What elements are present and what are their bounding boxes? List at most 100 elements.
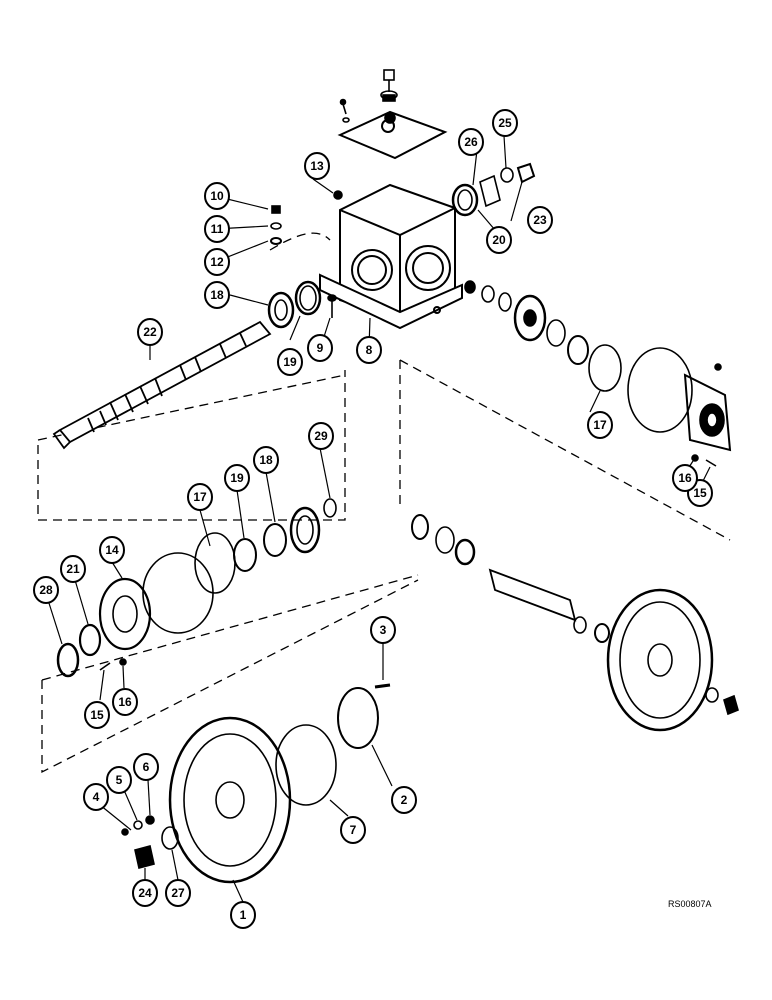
- callout-3: 3: [370, 616, 396, 644]
- callout-22: 22: [137, 318, 163, 346]
- callout-circle: [304, 152, 330, 180]
- leader-lines: [47, 135, 711, 903]
- callout-circle: [486, 226, 512, 254]
- callout-9: 9: [307, 334, 333, 362]
- callout-label: 21: [66, 562, 80, 576]
- callout-circle: [527, 206, 553, 234]
- callout-label: 18: [210, 288, 224, 302]
- callout-label: 15: [90, 708, 104, 722]
- callout-label: 10: [210, 189, 224, 203]
- callout-5: 5: [106, 766, 132, 794]
- callout-circle: [33, 576, 59, 604]
- upper-bearing: [267, 280, 322, 329]
- callout-label: 12: [210, 255, 224, 269]
- callout-circle: [230, 901, 256, 929]
- callout-circle: [672, 464, 698, 492]
- callout-label: 7: [350, 823, 357, 837]
- callout-label: 19: [230, 471, 244, 485]
- callout-25: 25: [492, 109, 518, 137]
- callout-label: 28: [39, 583, 53, 597]
- callout-label: 1: [240, 908, 247, 922]
- callout-29: 29: [308, 422, 334, 450]
- output-shaft-and-pulley: [411, 514, 739, 732]
- callout-11: 11: [204, 215, 230, 243]
- callout-16: 16: [672, 464, 698, 492]
- callout-label: 8: [366, 343, 373, 357]
- callout-label: 25: [498, 116, 512, 130]
- callout-label: 18: [259, 453, 273, 467]
- callout-circle: [187, 483, 213, 511]
- callout-4: 4: [83, 783, 109, 811]
- callout-19: 19: [224, 464, 250, 492]
- callout-17: 17: [187, 483, 213, 511]
- callout-2: 2: [391, 786, 417, 814]
- callout-circle: [391, 786, 417, 814]
- callout-24: 24: [132, 879, 158, 907]
- callout-label: 4: [93, 790, 100, 804]
- callout-circle: [253, 446, 279, 474]
- bearing-cap-left: [56, 552, 214, 678]
- callout-circle: [204, 182, 230, 210]
- callout-1: 1: [230, 901, 256, 929]
- callout-label: 19: [283, 355, 297, 369]
- callout-label: 17: [593, 418, 607, 432]
- callout-28: 28: [33, 576, 59, 604]
- assembly-guide-lines: [37, 232, 731, 774]
- callout-label: 26: [464, 135, 478, 149]
- callout-13: 13: [304, 152, 330, 180]
- top-cover-plate: [337, 110, 448, 160]
- callout-circle: [458, 128, 484, 156]
- callout-circle: [133, 753, 159, 781]
- callout-label: 6: [143, 760, 150, 774]
- callout-label: 16: [678, 471, 692, 485]
- callout-label: 9: [317, 341, 324, 355]
- callout-circle: [99, 536, 125, 564]
- gearbox-housing: [319, 183, 463, 330]
- callout-20: 20: [486, 226, 512, 254]
- callout-circle: [204, 281, 230, 309]
- callout-circle: [106, 766, 132, 794]
- top-left-hardware: [270, 205, 282, 245]
- callout-circle: [60, 555, 86, 583]
- callout-circle: [83, 783, 109, 811]
- middle-gear-assembly: [194, 498, 337, 594]
- callout-label: 5: [116, 773, 123, 787]
- callout-label: 29: [314, 429, 328, 443]
- callout-18: 18: [253, 446, 279, 474]
- callout-19: 19: [277, 348, 303, 376]
- callout-circle: [356, 336, 382, 364]
- callout-14: 14: [99, 536, 125, 564]
- callout-circle: [132, 879, 158, 907]
- callout-label: 15: [693, 486, 707, 500]
- callout-circle: [137, 318, 163, 346]
- callout-27: 27: [165, 879, 191, 907]
- callout-label: 24: [138, 886, 152, 900]
- callout-8: 8: [356, 336, 382, 364]
- callout-layer: 1234567891011121314151617181920212223242…: [33, 109, 713, 929]
- housing-bolt-and-breather: [327, 190, 343, 318]
- callout-16: 16: [112, 688, 138, 716]
- callout-label: 27: [171, 886, 185, 900]
- callout-label: 2: [401, 793, 408, 807]
- callout-circle: [277, 348, 303, 376]
- callout-26: 26: [458, 128, 484, 156]
- callout-label: 14: [105, 543, 119, 557]
- callout-circle: [165, 879, 191, 907]
- callout-label: 20: [492, 233, 506, 247]
- callout-6: 6: [133, 753, 159, 781]
- callout-circle: [370, 616, 396, 644]
- input-shaft: [52, 320, 272, 450]
- callout-circle: [224, 464, 250, 492]
- callout-label: 17: [193, 490, 207, 504]
- callout-circle: [307, 334, 333, 362]
- callout-circle: [84, 701, 110, 729]
- top-bolt-assembly: [339, 69, 398, 123]
- lower-pulley-group: [121, 683, 391, 884]
- callout-21: 21: [60, 555, 86, 583]
- callout-label: 23: [533, 213, 547, 227]
- callout-10: 10: [204, 182, 230, 210]
- callout-label: 13: [310, 159, 324, 173]
- reference-code: RS00807A: [668, 899, 712, 909]
